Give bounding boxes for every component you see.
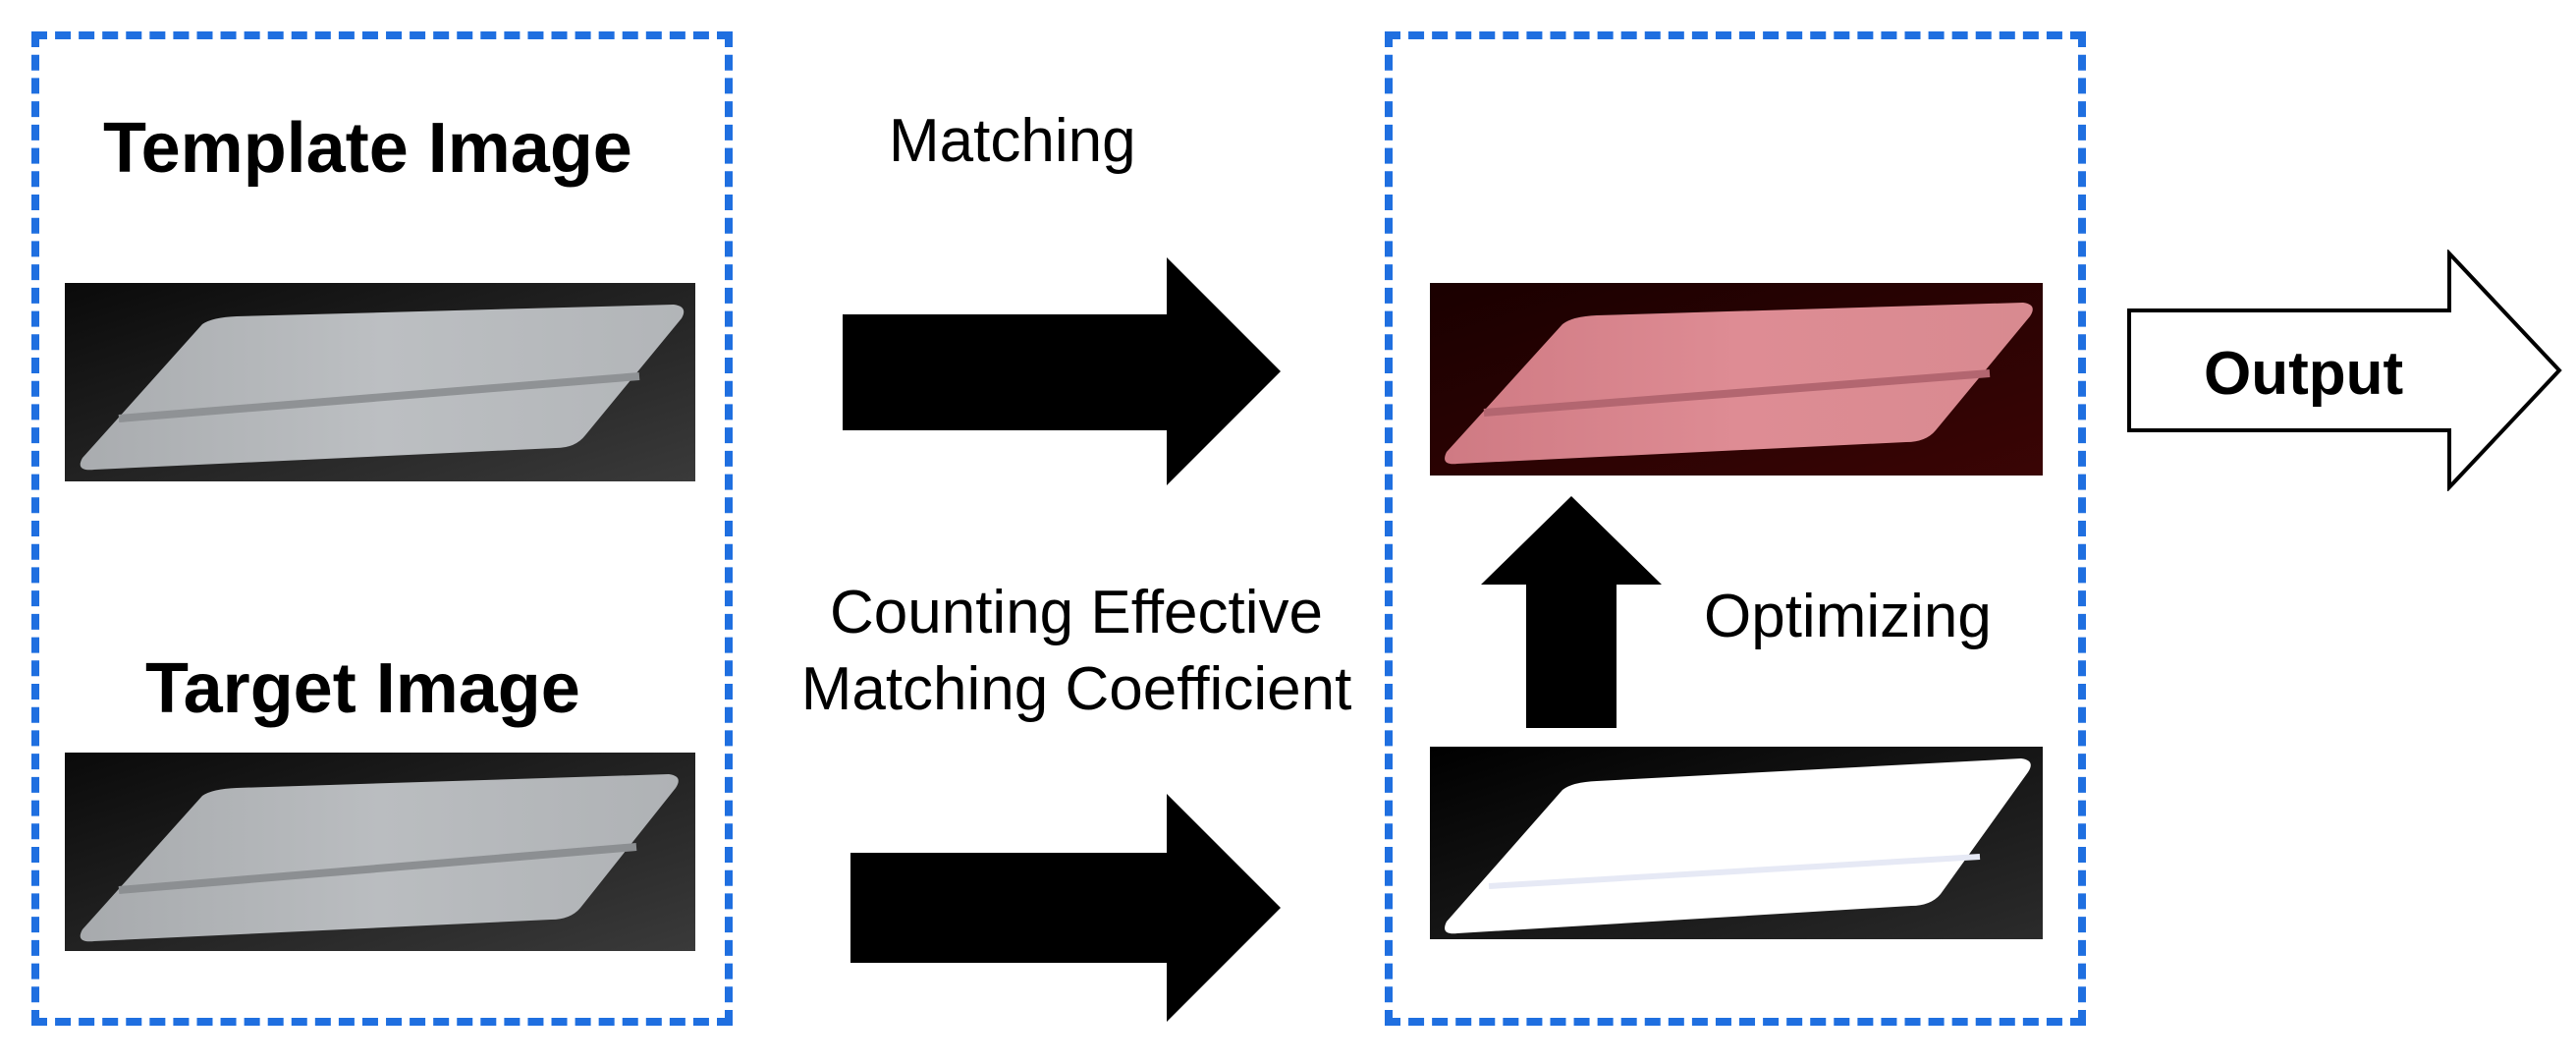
optimizing-label: Optimizing [1704,583,1992,650]
target-image [65,753,695,951]
output-label: Output [2204,340,2404,408]
output-arrow-icon [2127,250,2562,491]
counting-arrow [850,794,1283,1022]
counting-label-line2: Matching Coefficient [800,655,1352,723]
arrow-up-icon [1481,496,1662,728]
template-image-title: Template Image [103,109,632,188]
counting-label-line1: Counting Effective [829,579,1324,646]
target-image-title: Target Image [145,649,580,728]
optimizing-arrow [1481,496,1662,728]
arrow-right-icon [850,794,1281,1022]
arrow-right-icon [843,257,1281,485]
template-image [65,283,695,481]
result-images-group [1385,31,2086,1026]
input-images-group [31,31,733,1026]
counting-label: Counting Effective Matching Coefficient [762,575,1391,728]
matching-arrow [843,257,1283,485]
output-arrow [2125,250,2565,491]
binary-result-image [1430,747,2043,939]
matched-result-image [1430,283,2043,476]
matching-label: Matching [889,107,1136,175]
